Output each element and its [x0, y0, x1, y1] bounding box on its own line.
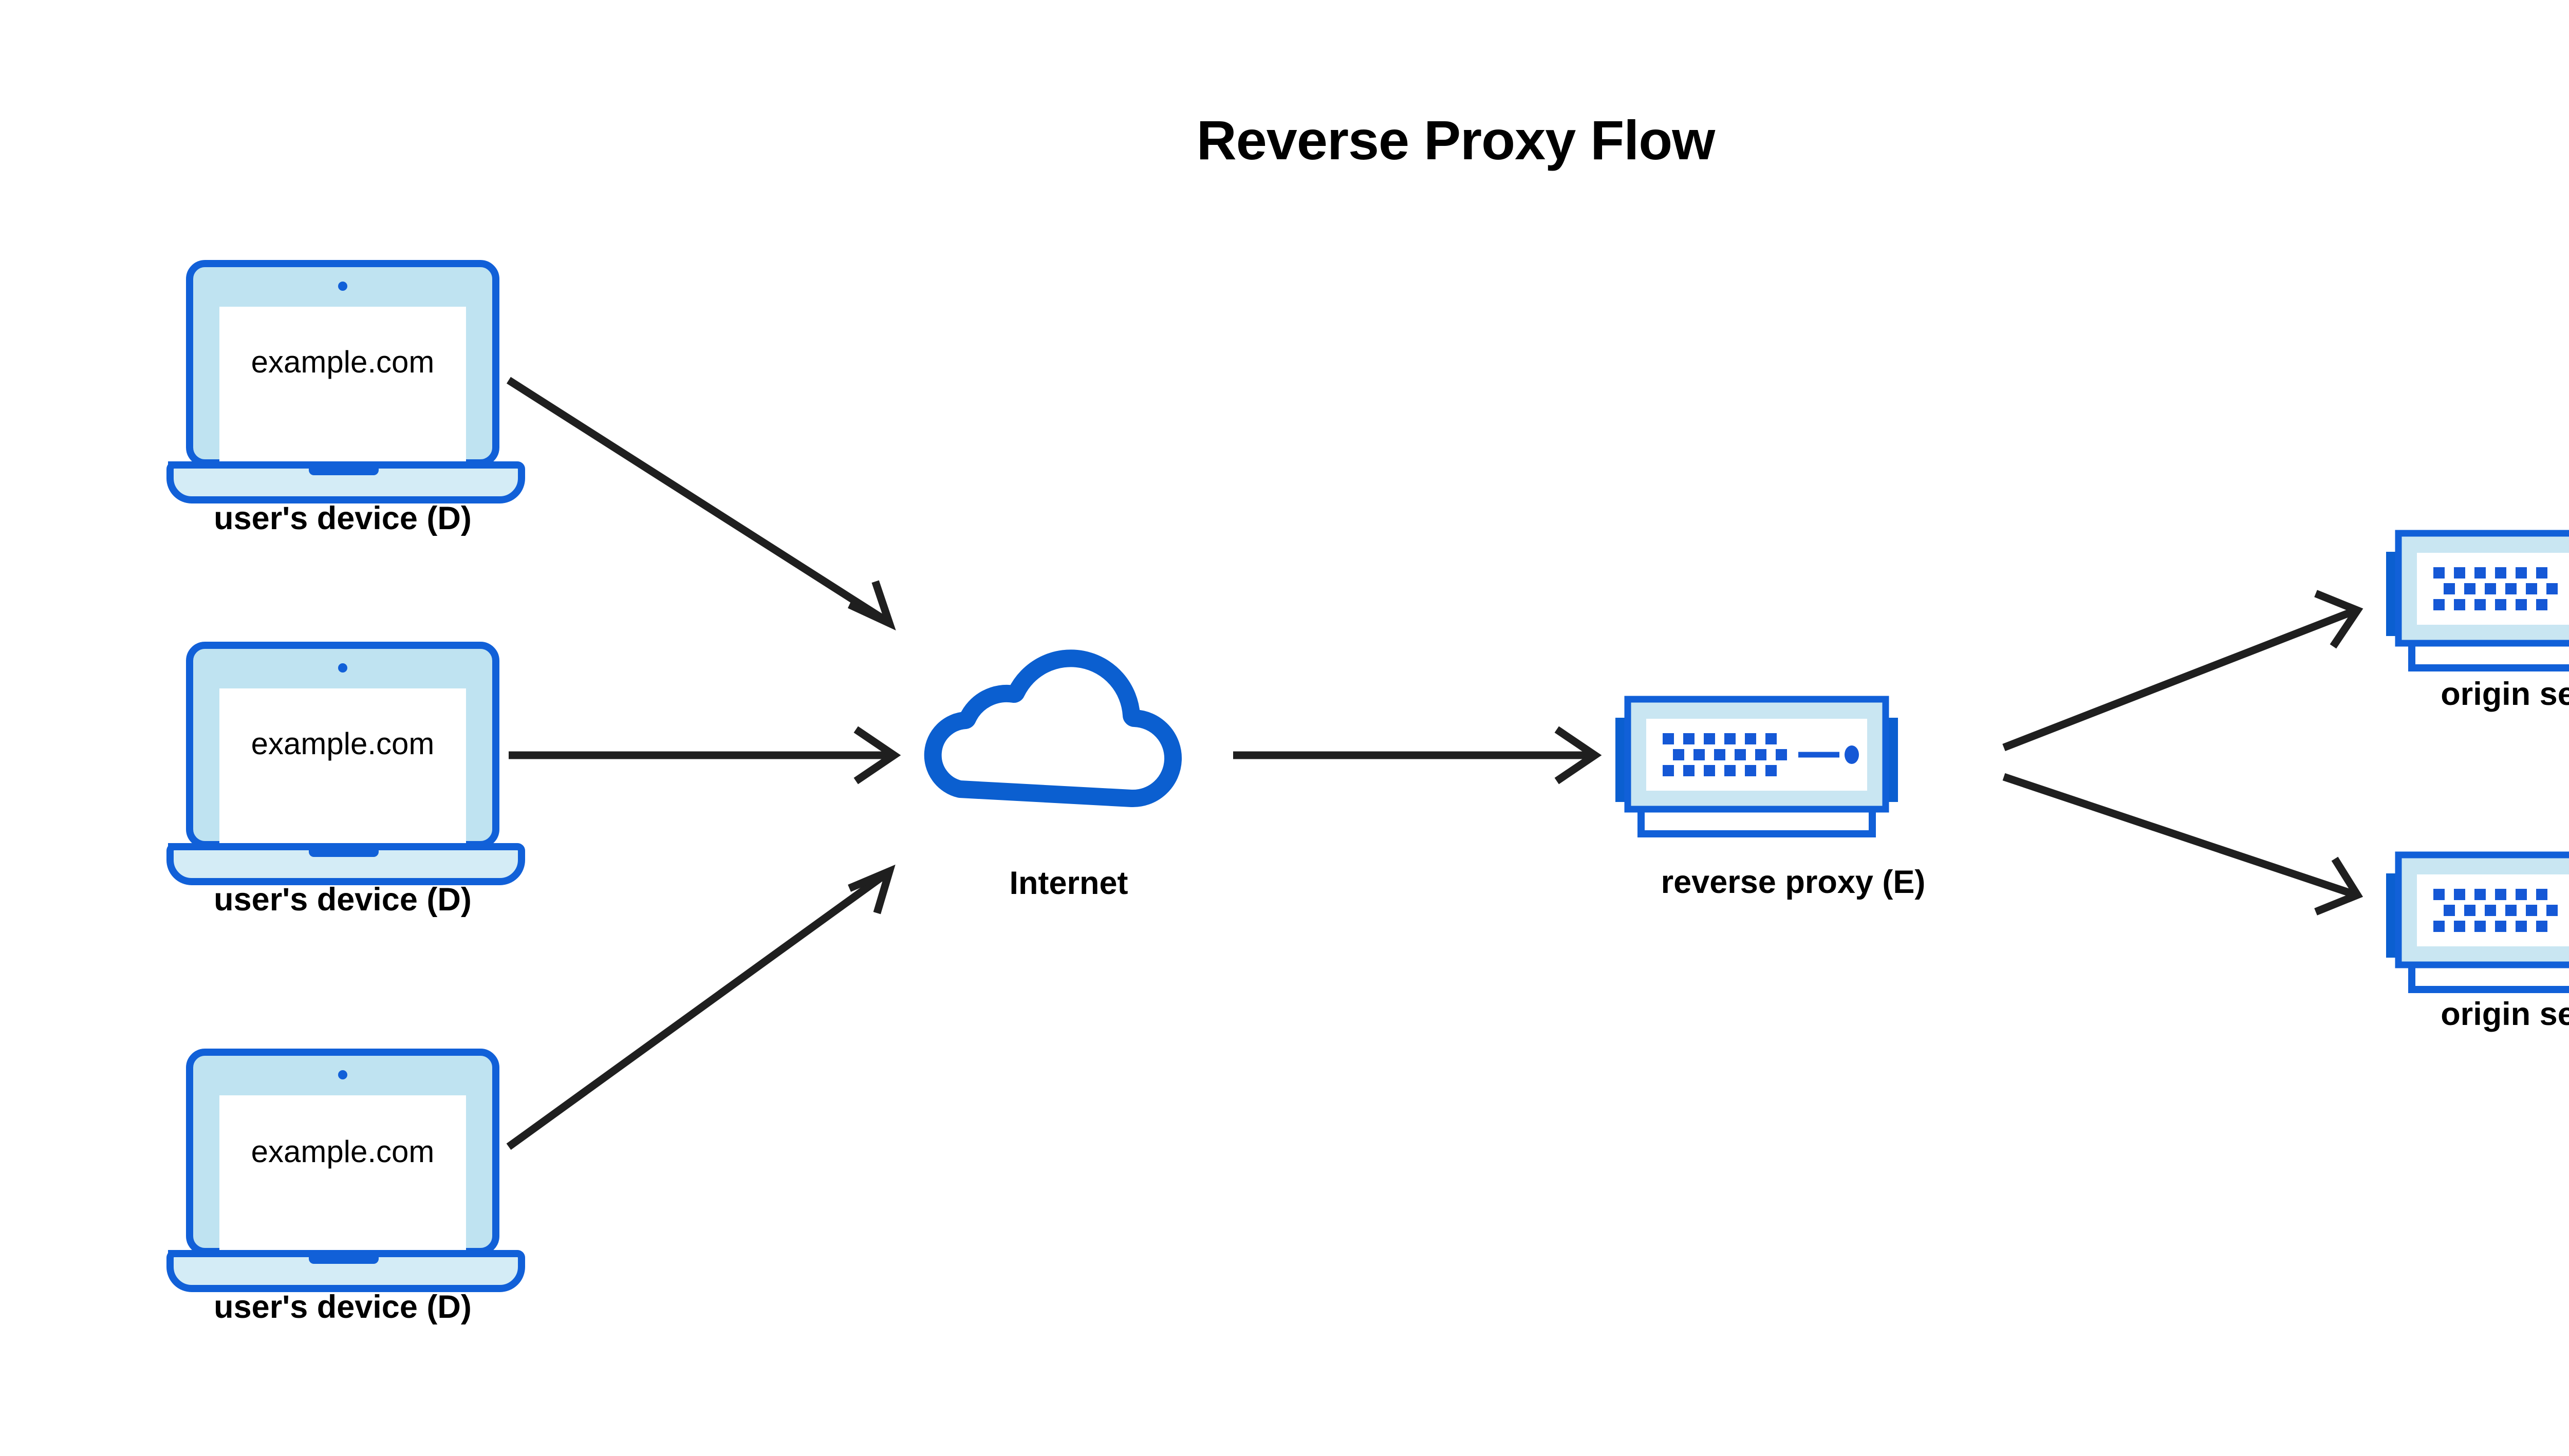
client-bottom-label: user's device (D) [214, 1289, 472, 1325]
arrowhead-icon [2314, 590, 2363, 649]
laptop-icon [168, 1052, 522, 1289]
client-top-screen-text: example.com [251, 345, 435, 379]
node-client-bottom[interactable]: example.com user's device (D) [168, 1052, 522, 1325]
internet-label: Internet [1009, 865, 1128, 901]
arrowhead-icon [853, 726, 901, 785]
server-icon [1615, 699, 1898, 834]
client-middle-screen-text: example.com [251, 726, 435, 761]
edge-reverse-proxy-to-origin-top [2002, 590, 2363, 751]
edge-client-middle-to-internet [509, 726, 901, 785]
arrowhead-icon [848, 580, 896, 631]
origin-top-label: origin server (F) [2441, 676, 2569, 712]
client-middle-label: user's device (D) [214, 882, 472, 918]
node-internet[interactable]: Internet [933, 658, 1173, 901]
laptop-icon [168, 264, 522, 500]
node-reverse-proxy[interactable]: reverse proxy (E) [1615, 699, 1925, 900]
arrowhead-icon [2314, 856, 2363, 916]
page-title: Reverse Proxy Flow [1197, 109, 1716, 171]
edge-reverse-proxy-to-origin-bottom [2002, 773, 2363, 916]
server-icon [2386, 855, 2569, 990]
reverse-proxy-label: reverse proxy (E) [1661, 864, 1926, 900]
arrowhead-icon [1554, 726, 1602, 785]
edge-client-top-to-internet [506, 377, 896, 631]
server-icon [2386, 533, 2569, 668]
origin-bottom-label: origin server (F) [2441, 996, 2569, 1032]
node-client-top[interactable]: example.com user's device (D) [168, 264, 522, 536]
laptop-icon [168, 645, 522, 882]
edge-client-bottom-to-internet [506, 864, 896, 1150]
node-client-middle[interactable]: example.com user's device (D) [168, 645, 522, 918]
client-bottom-screen-text: example.com [251, 1134, 435, 1169]
arrowhead-icon [848, 864, 896, 914]
cloud-icon [933, 658, 1173, 798]
node-origin-top[interactable]: origin server (F) [2386, 533, 2569, 712]
node-origin-bottom[interactable]: origin server (F) [2386, 855, 2569, 1032]
client-top-label: user's device (D) [214, 500, 472, 536]
edge-internet-to-reverse-proxy [1233, 726, 1602, 785]
